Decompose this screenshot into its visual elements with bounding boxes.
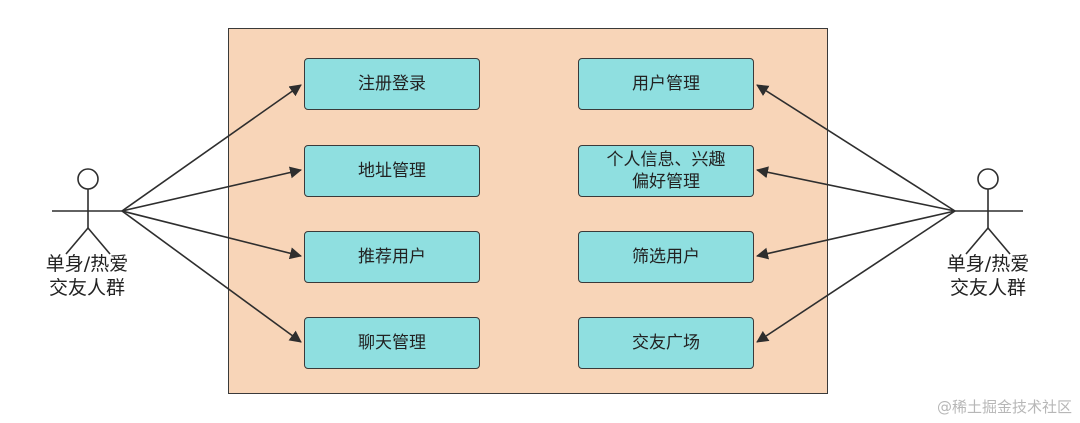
- use-case-chat-management: 聊天管理: [304, 317, 480, 369]
- use-case-label-line2: 偏好管理: [632, 172, 700, 192]
- actor-right-figure: [953, 168, 1023, 255]
- use-case-label: 注册登录: [358, 74, 426, 94]
- actor-left-label: 单身/热爱 交友人群: [32, 252, 142, 300]
- actor-right-label-line2: 交友人群: [949, 277, 1026, 299]
- use-case-label: 聊天管理: [358, 333, 426, 353]
- link-left-1: [121, 84, 302, 212]
- actor-left-label-line2: 交友人群: [48, 277, 125, 299]
- actor-left-figure: [52, 168, 124, 255]
- use-case-label-line1: 个人信息、兴趣: [606, 150, 726, 170]
- use-case-label: 地址管理: [358, 161, 426, 181]
- use-case-label: 推荐用户: [358, 247, 426, 267]
- link-right-2: [756, 166, 956, 212]
- link-left-3: [121, 210, 302, 260]
- link-right-4: [756, 210, 956, 343]
- link-left-4: [121, 210, 302, 343]
- use-case-label: 用户管理: [632, 74, 700, 94]
- actor-right-label-line1: 单身/热爱: [946, 253, 1030, 275]
- use-case-profile-preferences: 个人信息、兴趣 偏好管理: [578, 145, 754, 197]
- use-case-social-square: 交友广场: [578, 317, 754, 369]
- use-case-label: 筛选用户: [632, 247, 700, 267]
- use-case-recommend-users: 推荐用户: [304, 231, 480, 283]
- actor-right-label: 单身/热爱 交友人群: [933, 252, 1043, 300]
- use-case-address-management: 地址管理: [304, 145, 480, 197]
- link-right-1: [756, 84, 956, 212]
- use-case-register-login: 注册登录: [304, 58, 480, 110]
- use-case-label: 交友广场: [632, 333, 700, 353]
- actor-left-label-line1: 单身/热爱: [45, 253, 129, 275]
- watermark: @稀土掘金技术社区: [936, 398, 1072, 416]
- link-left-2: [121, 166, 302, 212]
- link-right-3: [756, 210, 956, 260]
- use-case-user-management: 用户管理: [578, 58, 754, 110]
- use-case-filter-users: 筛选用户: [578, 231, 754, 283]
